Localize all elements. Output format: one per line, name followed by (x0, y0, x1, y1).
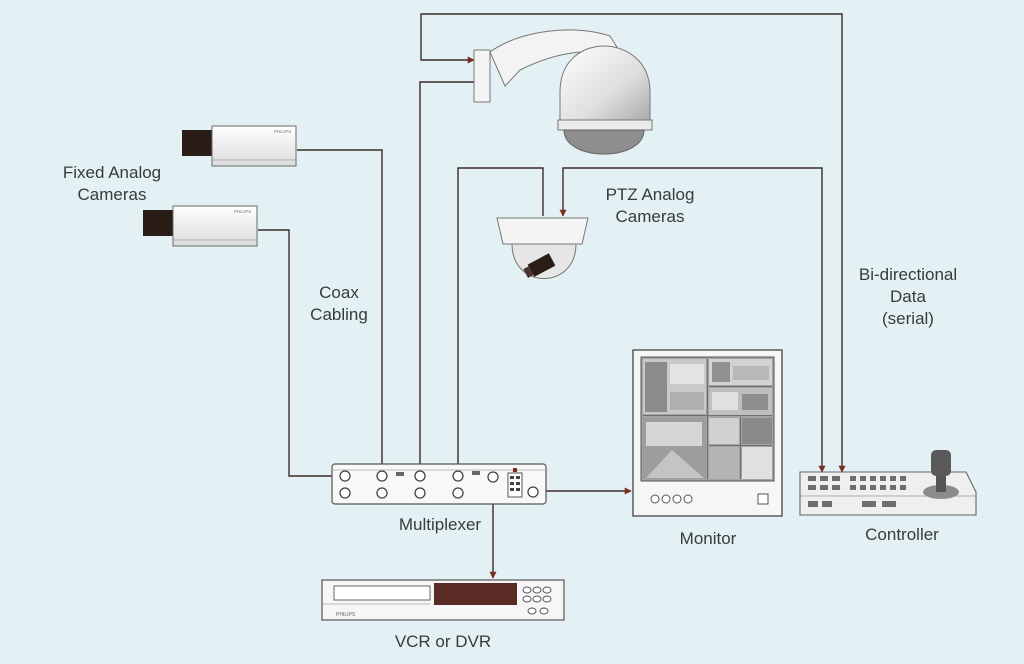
bnc-connector-icon (487, 471, 499, 483)
monitor-label: Monitor (679, 529, 737, 548)
recorder-button-icon (532, 586, 542, 594)
recorder-button-icon (522, 586, 532, 594)
monitor-button-icon (661, 494, 671, 504)
bnc-connector-icon (414, 470, 426, 482)
vcr-dvr-label: VCR or DVR (394, 632, 492, 651)
bnc-connector-icon (376, 470, 388, 482)
serial-port-icon (507, 468, 523, 498)
data-label-line-2: Data (890, 287, 926, 306)
camera-lens-icon (143, 210, 173, 236)
joystick-icon (923, 450, 959, 499)
bnc-connector-icon (339, 470, 351, 482)
vcr-dvr-device: PHILIPS (321, 579, 565, 621)
data-label-line-1: Bi-directional (858, 265, 958, 284)
coax-cable-speed-dome (416, 81, 474, 475)
coax-cable-fixed-camera-1 (297, 149, 386, 475)
monitor-device (632, 349, 783, 517)
recorder-brand-text: PHILIPS (336, 612, 356, 618)
bnc-connector-icon (339, 487, 351, 499)
fixed-analog-camera-2: PHILIPS (143, 205, 258, 247)
camera-lens-icon (182, 130, 212, 156)
multiplexer-label: Multiplexer (398, 515, 482, 534)
recorder-button-icon (542, 595, 552, 603)
coax-label-line-1: Coax (319, 283, 359, 302)
bnc-connector-icon (527, 486, 539, 498)
ptz-analog-cameras-label: PTZ Analog Cameras (594, 184, 706, 228)
bnc-connector-icon (452, 487, 464, 499)
camera-feed-grid (643, 359, 772, 479)
serial-data-cable-mini-dome (559, 167, 826, 473)
bnc-connector-icon (376, 487, 388, 499)
dome-bubble-icon (563, 129, 645, 155)
monitor-button-icon (650, 494, 660, 504)
fixed-cameras-label-line-1: Fixed Analog (62, 163, 162, 182)
controller-keyboard (799, 450, 977, 516)
ptz-mini-dome-camera (496, 217, 589, 279)
multiplexer-device (331, 463, 547, 505)
recorder-button-icon (539, 607, 549, 615)
coax-cable-mini-dome (454, 167, 544, 475)
camera-1-brand-text: PHILIPS (274, 129, 291, 134)
monitor-button-icon (683, 494, 693, 504)
data-label-line-3: (serial) (882, 309, 934, 328)
ptz-label-line-1: PTZ Analog (605, 185, 695, 204)
recorder-button-icon (522, 595, 532, 603)
controller-label: Controller (865, 525, 939, 544)
fixed-analog-cameras-label: Fixed Analog Cameras (44, 162, 180, 206)
ptz-label-line-2: Cameras (615, 207, 685, 226)
fixed-analog-camera-1: PHILIPS (182, 125, 297, 167)
serial-data-cable-speed-dome (420, 13, 846, 473)
camera-2-brand-text: PHILIPS (234, 209, 251, 214)
bnc-connector-icon (452, 470, 464, 482)
recorder-display (434, 583, 517, 605)
dome-camera-lens-icon (523, 253, 556, 278)
recorder-button-icon (527, 607, 537, 615)
wall-mount-plate (473, 49, 491, 103)
monitor-button-icon (672, 494, 682, 504)
recorder-button-icon (542, 586, 552, 594)
fixed-cameras-label-line-2: Cameras (77, 185, 147, 204)
coax-cable-fixed-camera-2 (258, 229, 340, 480)
coax-label-line-2: Cabling (310, 305, 368, 324)
recorder-button-icon (532, 595, 542, 603)
tape-slot (333, 585, 431, 601)
monitor-power-button-icon (757, 493, 769, 505)
bnc-connector-icon (414, 487, 426, 499)
bi-directional-data-label: Bi-directional Data (serial) (846, 264, 970, 330)
ptz-speed-dome-camera (473, 29, 653, 155)
coax-cabling-label: Coax Cabling (298, 282, 380, 326)
